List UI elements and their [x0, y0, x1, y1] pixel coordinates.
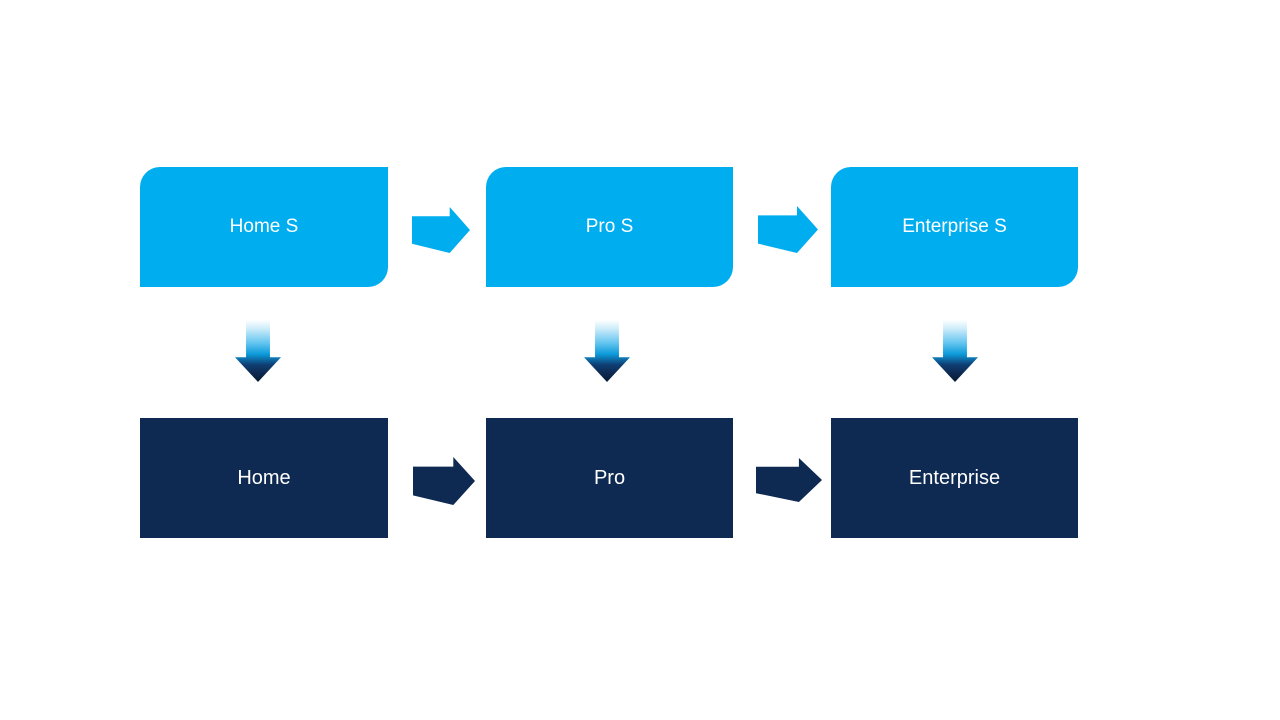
- down-arrow-icon: [584, 320, 630, 382]
- box-label: Home S: [229, 216, 299, 237]
- process-box-pro-s: Pro S: [486, 167, 733, 287]
- process-box-pro: Pro: [486, 418, 733, 538]
- process-box-home: Home: [140, 418, 388, 538]
- process-box-home-s: Home S: [140, 167, 388, 287]
- right-arrow-icon: [756, 458, 822, 502]
- box-label: Home: [237, 466, 291, 489]
- box-label: Pro S: [585, 216, 634, 237]
- box-label: Enterprise: [908, 466, 1001, 489]
- process-box-enterprise-s: Enterprise S: [831, 167, 1078, 287]
- process-box-enterprise: Enterprise: [831, 418, 1078, 538]
- right-arrow-icon: [758, 206, 818, 253]
- box-label: Pro: [593, 466, 626, 489]
- right-arrow-icon: [412, 207, 470, 253]
- box-label: Enterprise S: [902, 216, 1007, 237]
- down-arrow-icon: [235, 320, 281, 382]
- right-arrow-icon: [413, 457, 475, 505]
- down-arrow-icon: [932, 320, 978, 382]
